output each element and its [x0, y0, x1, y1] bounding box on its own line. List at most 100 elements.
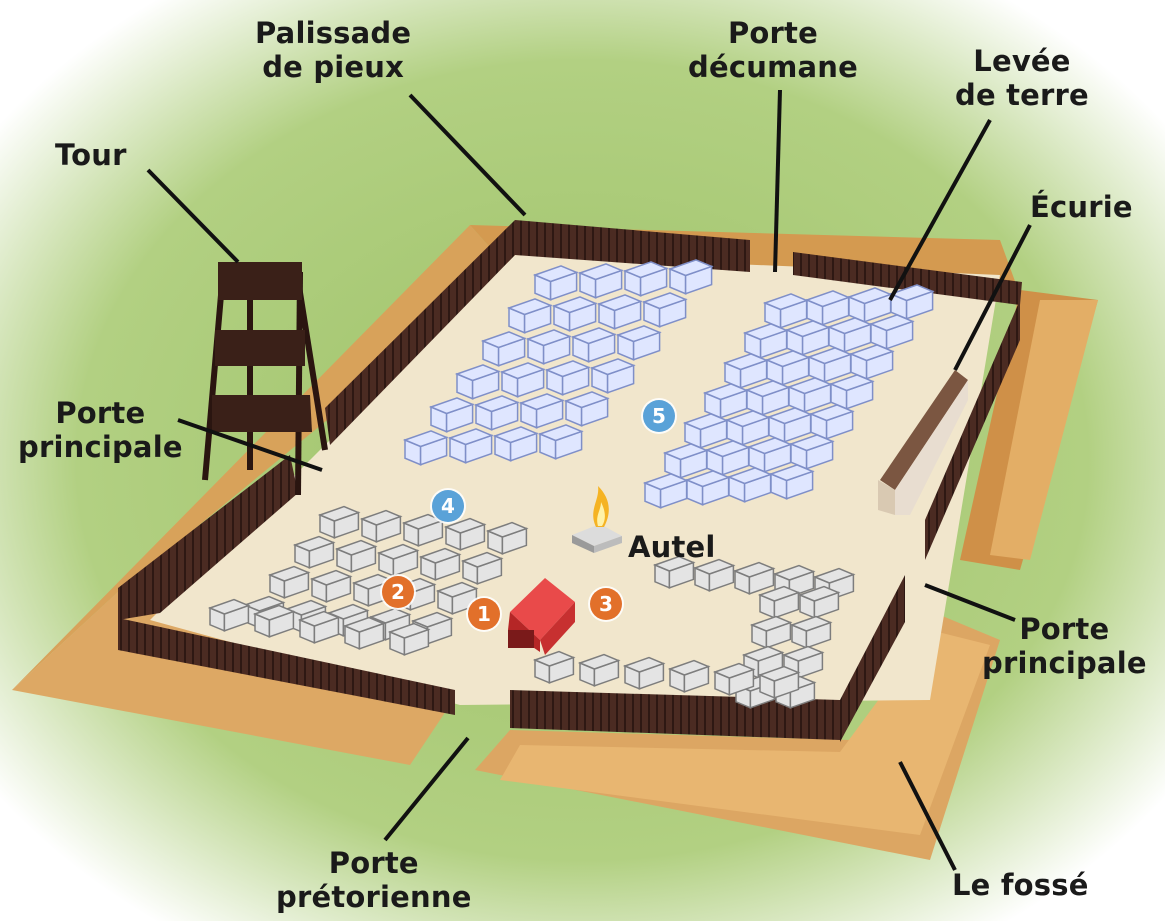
label-palissade: Palissade de pieux: [255, 16, 412, 84]
legionary-tent: [532, 650, 576, 684]
officer-tent: [742, 323, 789, 359]
officer-tent: [641, 292, 688, 328]
legionary-tent: [297, 610, 341, 644]
label-porte-principale-left: Porte principale: [18, 396, 183, 464]
officer-tent: [525, 329, 572, 365]
legionary-tent: [387, 622, 431, 656]
officer-tent: [788, 434, 835, 470]
marker-5: 5: [643, 400, 675, 432]
officer-tent: [726, 467, 773, 503]
legionary-tent: [692, 558, 736, 592]
officer-tent: [473, 395, 520, 431]
legionary-tent: [252, 604, 296, 638]
palisade-right-lower: [840, 575, 905, 742]
officer-tent: [662, 443, 709, 479]
officer-tent: [532, 265, 579, 301]
officer-tent: [537, 424, 584, 460]
legionary-tent: [749, 615, 793, 649]
legionary-tent: [789, 615, 833, 649]
officer-tent: [848, 344, 895, 380]
marker-1: 1: [468, 598, 500, 630]
label-porte-decumane: Porte décumane: [688, 16, 858, 84]
palisade-back-right: [793, 252, 1022, 305]
officer-tent: [402, 430, 449, 466]
watch-tower-floors: [212, 262, 312, 432]
legionary-tent: [712, 662, 756, 696]
officer-tent: [768, 464, 815, 500]
legionary-tent: [577, 653, 621, 687]
officer-tent: [589, 358, 636, 394]
marker-4: 4: [432, 490, 464, 522]
officer-tent: [428, 397, 475, 433]
legionary-tent: [757, 585, 801, 619]
marker-2: 2: [382, 576, 414, 608]
palisade-left-lower: [118, 455, 298, 620]
palisade-left-upper: [325, 220, 515, 445]
officer-tent: [684, 470, 731, 506]
officer-tent: [570, 327, 617, 363]
legionary-tent: [757, 665, 801, 699]
legionary-tent: [359, 509, 403, 543]
rampart-front-right-top: [500, 630, 990, 835]
officer-tent: [826, 317, 873, 353]
officer-tent: [563, 391, 610, 427]
legionary-tent: [443, 517, 487, 551]
legionary-tent: [207, 598, 251, 632]
officer-tent: [722, 353, 769, 389]
label-porte-pretorienne: Porte prétorienne: [276, 846, 472, 914]
officer-tent: [804, 290, 851, 326]
officer-tent: [480, 331, 527, 367]
legionary-tent: [401, 513, 445, 547]
officer-tent: [615, 325, 662, 361]
officer-tent: [551, 296, 598, 332]
marker-3: 3: [590, 588, 622, 620]
legionary-tent: [309, 569, 353, 603]
altar: [572, 486, 622, 553]
legionary-tent: [485, 521, 529, 555]
officer-tent: [808, 404, 855, 440]
leader-lines: [146, 89, 1032, 871]
officer-tent: [454, 364, 501, 400]
legionary-tent: [652, 555, 696, 589]
officer-tent: [642, 473, 689, 509]
legionary-tent: [342, 616, 386, 650]
officer-tent: [828, 374, 875, 410]
label-le-fosse: Le fossé: [952, 868, 1089, 902]
legionary-tent: [334, 539, 378, 573]
legionary-tent: [267, 565, 311, 599]
legionary-tent: [732, 561, 776, 595]
officer-tent: [518, 393, 565, 429]
officer-tent: [499, 362, 546, 398]
officer-tent: [492, 426, 539, 462]
officer-tent: [846, 287, 893, 323]
stable: [878, 370, 968, 515]
officer-tent: [447, 428, 494, 464]
palisade-front-left: [118, 618, 455, 715]
officer-tent: [724, 410, 771, 446]
officer-tent: [622, 261, 669, 297]
officer-tent: [577, 263, 624, 299]
watch-tower: [202, 271, 328, 496]
officer-tents: [402, 259, 935, 509]
officer-tent: [784, 320, 831, 356]
palisade-back-left: [515, 220, 750, 272]
label-tour: Tour: [55, 138, 127, 172]
legionary-tent: [460, 551, 504, 585]
legionary-tent: [667, 659, 711, 693]
officer-tent: [786, 377, 833, 413]
officer-tent: [888, 284, 935, 320]
officer-tent: [596, 294, 643, 330]
label-autel: Autel: [628, 530, 716, 564]
praetorium: [508, 578, 575, 655]
legionary-tents: [207, 505, 856, 709]
palisade-right-upper: [925, 300, 1020, 560]
officer-tent: [806, 347, 853, 383]
label-ecurie: Écurie: [1030, 190, 1133, 224]
label-porte-principale-right: Porte principale: [982, 612, 1147, 680]
officer-tent: [764, 350, 811, 386]
legionary-tent: [797, 585, 841, 619]
legionary-tent: [292, 535, 336, 569]
officer-tent: [506, 298, 553, 334]
